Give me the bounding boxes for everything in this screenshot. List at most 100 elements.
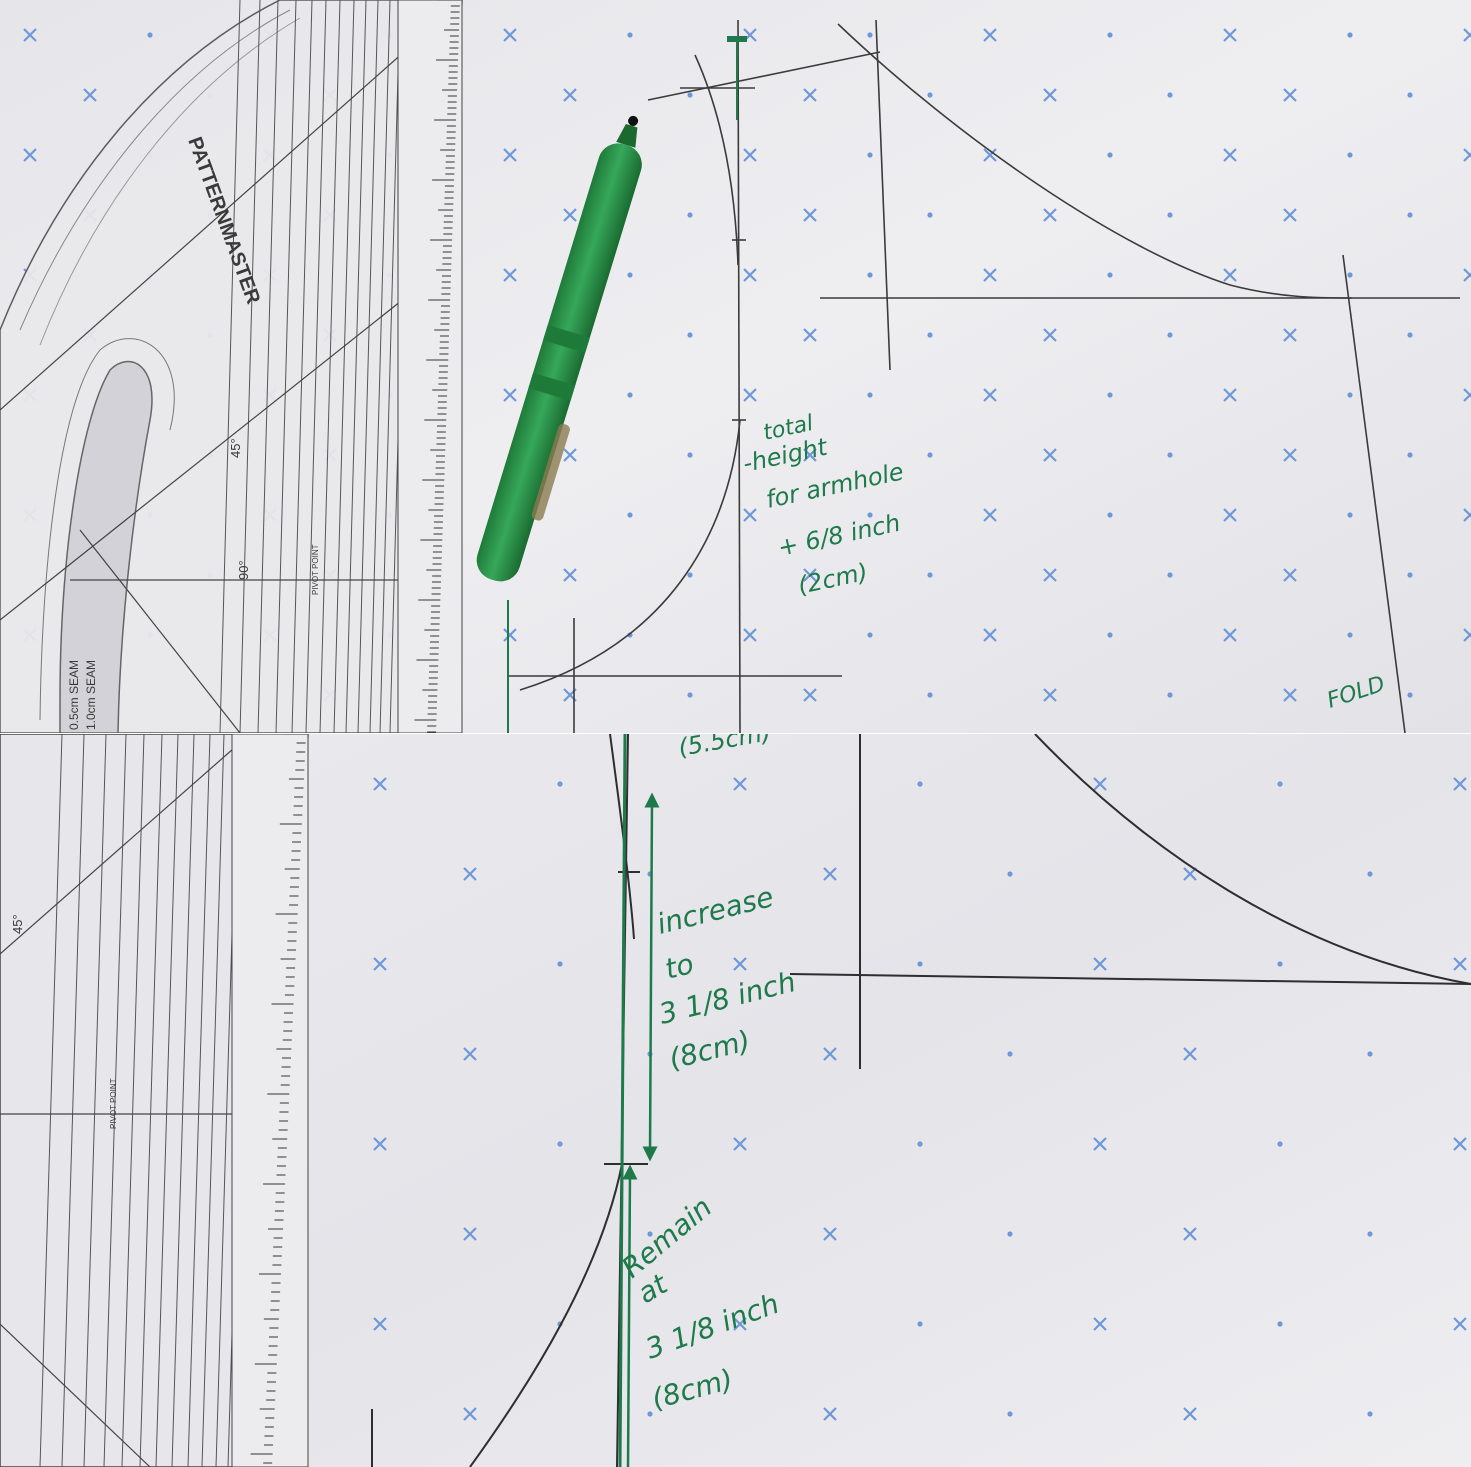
green-vertical-line <box>618 734 627 1467</box>
top-photo-panel: PATTERNMASTER 45° 90° 1.0cm SEAM 0.5cm S… <box>0 0 1471 733</box>
ruler-guide-line <box>319 0 341 733</box>
blue-cross-marker <box>503 628 517 642</box>
blue-cross-marker <box>1453 957 1467 971</box>
ruler-guide-line <box>257 0 279 733</box>
ruler-guide-line <box>171 734 195 1467</box>
ruler-seam-label-1: 1.0cm SEAM <box>84 660 98 730</box>
blue-dot-marker <box>927 212 933 218</box>
ruler-guide-line <box>139 734 163 1467</box>
ruler-guide-line <box>187 734 211 1467</box>
bottom-photo-panel: 45° PIVOT POINT (5.5cm) increase to 3 1/… <box>0 734 1471 1467</box>
blue-dot-marker <box>1367 1051 1373 1057</box>
blue-dot-marker <box>927 452 933 458</box>
blue-cross-marker <box>373 777 387 791</box>
blue-cross-marker <box>803 208 817 222</box>
blue-cross-marker <box>563 568 577 582</box>
blue-cross-marker <box>373 1137 387 1151</box>
blue-dot-marker <box>867 32 873 38</box>
blue-dot-marker <box>1347 392 1353 398</box>
blue-dot-marker <box>557 961 563 967</box>
ruler-guide-line <box>333 0 355 733</box>
blue-cross-marker <box>823 867 837 881</box>
blue-cross-marker <box>733 957 747 971</box>
blue-dot-marker <box>1007 1231 1013 1237</box>
blue-dot-marker <box>927 572 933 578</box>
blue-dot-marker <box>1347 512 1353 518</box>
ruler-guide-line <box>219 0 241 733</box>
blue-cross-marker <box>1223 628 1237 642</box>
blue-cross-marker <box>1183 1047 1197 1061</box>
blue-dot-marker <box>1367 871 1373 877</box>
blue-dot-marker <box>647 1231 653 1237</box>
blue-cross-marker <box>1453 1317 1467 1331</box>
blue-cross-marker <box>803 328 817 342</box>
blue-cross-marker <box>803 88 817 102</box>
patternmaster-ruler: PATTERNMASTER 45° 90° 1.0cm SEAM 0.5cm S… <box>0 0 463 733</box>
remain-measure-arrow <box>622 1164 638 1467</box>
blue-dot-marker <box>557 1141 563 1147</box>
ruler-guide-line <box>379 0 401 733</box>
blue-dot-marker <box>917 781 923 787</box>
blue-dot-marker <box>627 392 633 398</box>
ruler-guide-line <box>39 734 63 1467</box>
blue-dot-marker <box>1407 332 1413 338</box>
ruler-angle-label-bottom: 45° <box>10 914 25 934</box>
ruler-guide-line <box>121 734 145 1467</box>
blue-cross-marker <box>1043 688 1057 702</box>
blue-dot-marker <box>1107 152 1113 158</box>
blue-dot-marker <box>867 272 873 278</box>
blue-cross-marker <box>743 268 757 282</box>
blue-dot-marker <box>687 452 693 458</box>
blue-dot-marker <box>927 332 933 338</box>
ruler-guide-line <box>345 0 367 733</box>
blue-dot-marker <box>1007 1411 1013 1417</box>
blue-dot-marker <box>917 961 923 967</box>
blue-dot-marker <box>1407 452 1413 458</box>
blue-cross-marker <box>1223 388 1237 402</box>
blue-cross-marker <box>1183 1227 1197 1241</box>
blue-dot-marker <box>1107 392 1113 398</box>
blue-dot-marker <box>1277 781 1283 787</box>
blue-dot-marker <box>1167 452 1173 458</box>
blue-dot-marker <box>1277 1141 1283 1147</box>
blue-cross-marker <box>1223 28 1237 42</box>
increase-measure-arrow <box>642 792 660 1162</box>
blue-cross-marker <box>563 88 577 102</box>
blue-cross-marker <box>1283 208 1297 222</box>
blue-cross-marker <box>83 88 97 102</box>
ruler-angle-label: 45° <box>228 438 243 458</box>
blue-cross-marker <box>1463 148 1471 162</box>
blue-cross-marker <box>743 148 757 162</box>
green-marker-pen <box>476 115 642 582</box>
blue-dot-marker <box>1347 152 1353 158</box>
blue-dot-marker <box>687 692 693 698</box>
blue-cross-marker <box>743 508 757 522</box>
blue-cross-marker <box>1283 448 1297 462</box>
ruler-guide-line <box>61 734 85 1467</box>
blue-dot-marker <box>1007 871 1013 877</box>
blue-cross-marker <box>1093 777 1107 791</box>
blue-cross-marker <box>1283 568 1297 582</box>
blue-dot-marker <box>687 92 693 98</box>
ruler-guide-line <box>357 0 379 733</box>
blue-dot-marker <box>1407 212 1413 218</box>
blue-cross-marker <box>1093 957 1107 971</box>
blue-cross-marker <box>983 508 997 522</box>
blue-cross-marker <box>1223 268 1237 282</box>
blue-dot-marker <box>147 32 153 38</box>
blue-cross-marker <box>503 388 517 402</box>
blue-dot-marker <box>1277 961 1283 967</box>
blue-dot-marker <box>1347 32 1353 38</box>
blue-dot-marker <box>1407 92 1413 98</box>
blue-cross-marker <box>563 208 577 222</box>
blue-dot-marker <box>1347 632 1353 638</box>
blue-cross-marker <box>983 148 997 162</box>
blue-cross-marker <box>503 148 517 162</box>
blue-cross-marker <box>803 688 817 702</box>
blue-dot-marker <box>647 1411 653 1417</box>
blue-cross-marker <box>823 1407 837 1421</box>
ruler-guide-line <box>305 0 327 733</box>
blue-cross-marker <box>743 388 757 402</box>
blue-dot-marker <box>1167 332 1173 338</box>
blue-dot-marker <box>1107 272 1113 278</box>
